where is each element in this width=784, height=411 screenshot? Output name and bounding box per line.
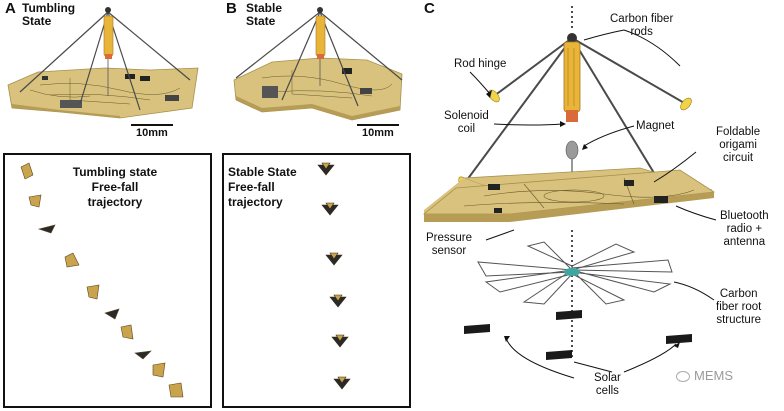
solar-cells xyxy=(464,310,692,360)
panel-a-frame-9 xyxy=(152,362,166,378)
label-solar-cells: Solar cells xyxy=(594,372,621,398)
panel-a-frame-3 xyxy=(37,224,56,234)
label-solar-line2: cells xyxy=(595,385,619,397)
panel-b-frame-1 xyxy=(317,162,335,176)
label-carbon-fiber-rods-line2: rods xyxy=(630,26,653,38)
label-solar-line1: Solar xyxy=(594,372,621,384)
label-bluetooth-line1: Bluetooth xyxy=(720,210,769,222)
panel-a-solenoid xyxy=(103,15,114,57)
label-bluetooth-line3: antenna xyxy=(723,236,766,248)
label-root-line1: Carbon xyxy=(719,288,758,300)
panel-a-title-line2: State xyxy=(22,14,52,28)
label-solenoid-line1: Solenoid xyxy=(444,110,489,122)
label-foldable-origami-circuit: Foldable origami circuit xyxy=(716,126,760,165)
panel-a-trajectory-box xyxy=(3,153,212,408)
label-bluetooth-radio: Bluetooth radio + antenna xyxy=(720,210,769,249)
panel-a-title: Tumbling State xyxy=(22,2,75,28)
panel-b-trajectory-line1: Stable State xyxy=(228,165,297,179)
watermark: MEMS xyxy=(676,368,733,383)
label-origami-line2: origami xyxy=(719,139,757,151)
panel-b-trajectory-box xyxy=(222,153,411,408)
panel-a-frame-2 xyxy=(28,194,42,208)
label-carbon-fiber-rods-line1: Carbon fiber xyxy=(610,13,674,25)
panel-b-letter: B xyxy=(226,0,237,17)
panel-b-solenoid xyxy=(315,15,326,57)
panel-a-trajectory-line1: Tumbling state xyxy=(72,165,158,179)
panel-b-trajectory-frames xyxy=(317,162,351,390)
panel-b-frame-3 xyxy=(325,252,343,266)
panel-a-trajectory-title: Tumbling state Free-fall trajectory xyxy=(60,165,170,210)
panel-a-trajectory-line3: trajectory xyxy=(87,195,143,209)
panel-a-rods xyxy=(19,11,191,111)
panel-b-trajectory-line2: Free-fall xyxy=(228,180,275,194)
label-origami-line3: circuit xyxy=(723,152,754,164)
panel-b-frame-6 xyxy=(333,376,351,390)
panel-b-frame-2 xyxy=(321,202,339,216)
label-carbon-fiber-rods: Carbon fiber rods xyxy=(610,13,673,39)
panel-a-frame-7 xyxy=(120,324,134,340)
label-rod-hinge: Rod hinge xyxy=(454,58,507,70)
wechat-icon xyxy=(676,371,690,383)
label-pressure-line2: sensor xyxy=(431,245,467,257)
panel-a-frame-4 xyxy=(64,252,80,268)
label-origami-line1: Foldable xyxy=(716,126,761,138)
panel-b-frame-4 xyxy=(329,294,347,308)
panel-a-frame-1 xyxy=(20,162,34,180)
callout-lines xyxy=(469,29,717,379)
panel-b-frame-5 xyxy=(331,334,349,348)
panel-a-circuit-traces xyxy=(29,78,181,105)
panel-a-frame-10 xyxy=(168,382,184,398)
label-pressure-sensor: Pressure sensor xyxy=(426,232,472,258)
panel-b-trajectory-line3: trajectory xyxy=(228,195,283,209)
panel-c-letter: C xyxy=(424,0,435,17)
panel-a-frame-6 xyxy=(104,308,120,320)
panel-b-title-line2: State xyxy=(246,14,276,28)
panel-a-frame-8 xyxy=(134,350,152,360)
carbon-fiber-rods xyxy=(463,37,687,197)
label-solenoid-line2: coil xyxy=(457,123,476,135)
panel-b-trajectory-title: Stable State Free-fall trajectory xyxy=(228,165,308,210)
panel-a-robot-photo xyxy=(7,7,199,119)
panel-a-board xyxy=(7,67,199,119)
panel-b-title: Stable State xyxy=(246,2,282,28)
panel-b-scale-label: 10mm xyxy=(362,127,394,139)
label-bluetooth-line2: radio + xyxy=(726,223,763,235)
label-root-line2: fiber root xyxy=(716,301,762,313)
panel-a-trajectory-frames xyxy=(20,162,184,398)
panel-a-scale-bar xyxy=(131,124,173,126)
panel-a-trajectory-line2: Free-fall xyxy=(91,180,139,194)
panel-a-scale-label: 10mm xyxy=(136,127,168,139)
panel-b-rods xyxy=(235,11,403,107)
label-carbon-fiber-root-structure: Carbon fiber root structure xyxy=(716,288,761,327)
solenoid-coil xyxy=(563,41,581,113)
label-magnet: Magnet xyxy=(636,120,675,132)
panel-b-scale-bar xyxy=(357,124,399,126)
label-pressure-line1: Pressure xyxy=(426,232,473,244)
panel-c-exploded-diagram xyxy=(422,6,717,379)
panel-b-robot-photo xyxy=(233,7,403,121)
label-solenoid-coil: Solenoid coil xyxy=(444,110,489,136)
label-root-line3: structure xyxy=(716,314,762,326)
magnet xyxy=(565,140,579,160)
panel-a-title-line1: Tumbling xyxy=(22,1,76,15)
panel-a-frame-5 xyxy=(86,284,100,300)
panel-b-title-line1: Stable xyxy=(246,1,283,15)
panel-a-letter: A xyxy=(5,0,16,17)
watermark-text: MEMS xyxy=(694,368,733,383)
